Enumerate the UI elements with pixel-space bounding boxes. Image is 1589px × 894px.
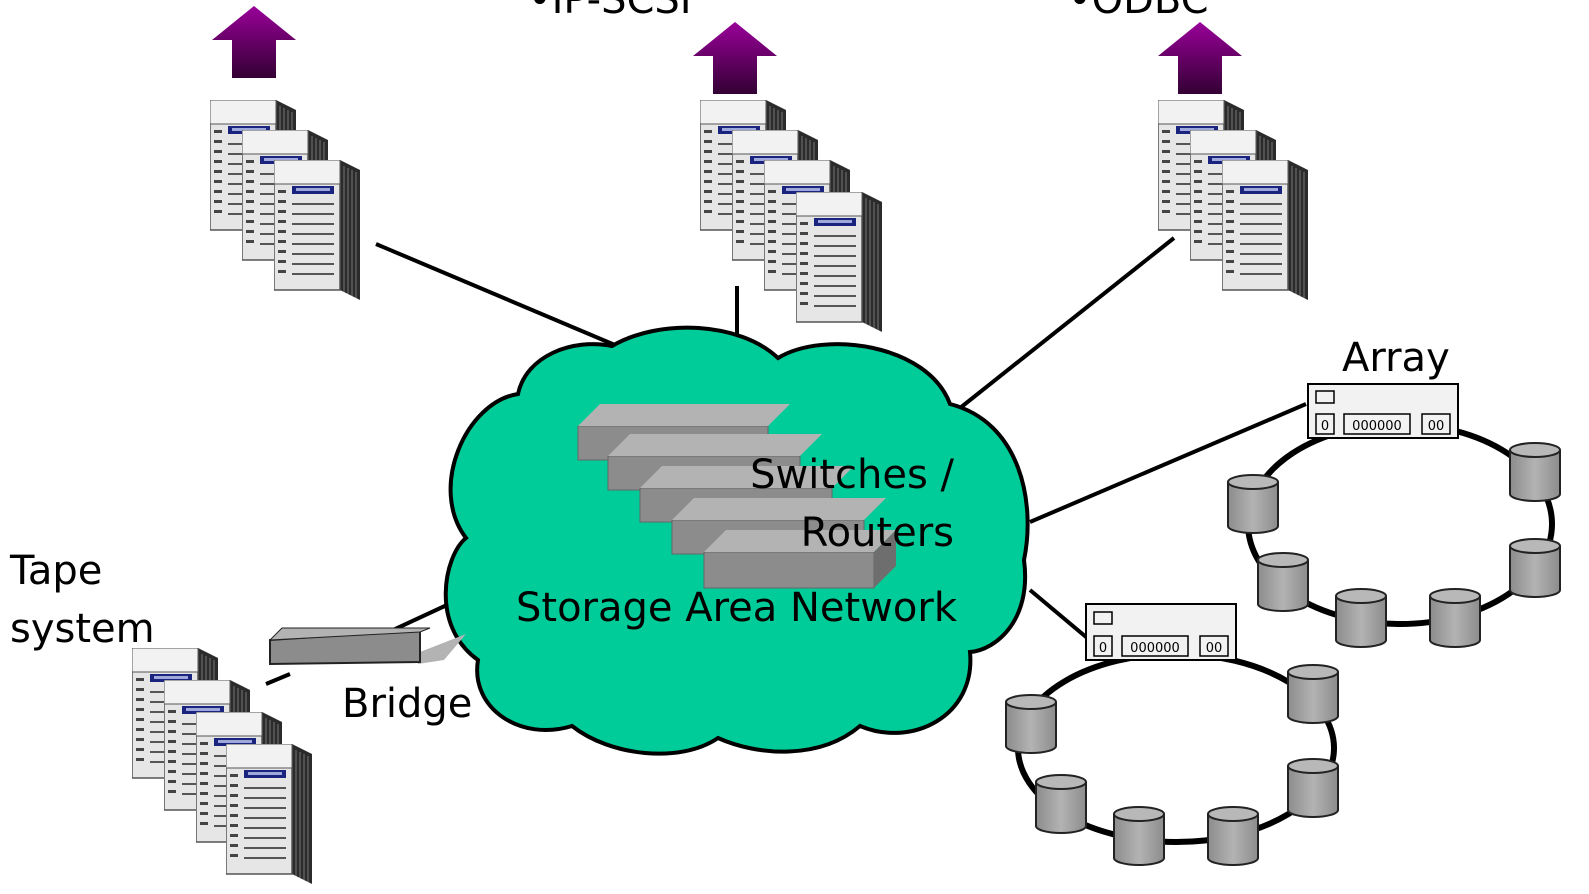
controller-label-left: 0: [1321, 419, 1329, 434]
bridge-label: Bridge: [342, 681, 473, 727]
controller-label-left: 0: [1099, 641, 1107, 656]
disk-cylinder-icon: [1114, 807, 1164, 865]
disk-cylinder-icon: [1288, 759, 1338, 817]
disk-cylinder-icon: [1336, 589, 1386, 647]
san-label: Storage Area Network: [516, 585, 957, 631]
disk-cylinder-icon: [1006, 695, 1056, 753]
tape-label-line2: system: [10, 606, 155, 652]
array-controller-icon: 0 000000 00: [1307, 383, 1459, 439]
server-group-left: [210, 100, 360, 300]
disk-cylinder-icon: [1036, 775, 1086, 833]
top-label-odbc: •ODBC: [1068, 0, 1209, 23]
array-label: Array: [1342, 335, 1450, 381]
network-switch-icon: [577, 404, 896, 589]
bridge-device-icon: [268, 627, 466, 666]
server-rack-icon: [226, 744, 312, 884]
disk-cylinder-icon: [1430, 589, 1480, 647]
disk-cylinder-icon: [1510, 443, 1560, 501]
up-arrow-icon: [212, 6, 296, 78]
disk-cylinder-icon: [1288, 665, 1338, 723]
top-label-ip-scsi: •IP-SCSI: [528, 0, 692, 23]
server-rack-icon: [1222, 160, 1308, 300]
server-rack-icon: [796, 192, 882, 332]
disk-cylinder-icon: [1510, 539, 1560, 597]
tape-label-line1: Tape: [10, 548, 103, 594]
up-arrow-icon: [693, 22, 777, 94]
disk-array-2: [1006, 651, 1338, 865]
server-rack-icon: [274, 160, 360, 300]
server-group-right: [1158, 100, 1308, 300]
array-controller-icon: 0 000000 00: [1085, 603, 1237, 661]
disk-array-1: [1228, 421, 1560, 647]
tape-system-label: Tape system: [10, 542, 155, 658]
controller-label-right: 00: [1206, 641, 1223, 656]
switches-label-line1: Switches /: [750, 452, 954, 498]
controller-label-middle: 000000: [1352, 419, 1402, 434]
server-group-middle: [700, 100, 882, 332]
controller-label-right: 00: [1428, 419, 1445, 434]
controller-label-middle: 000000: [1130, 641, 1180, 656]
disk-cylinder-icon: [1208, 807, 1258, 865]
tape-system-servers: [132, 648, 312, 884]
switches-label-line2: Routers: [800, 510, 954, 556]
disk-cylinder-icon: [1258, 553, 1308, 611]
disk-cylinder-icon: [1228, 475, 1278, 533]
up-arrow-icon: [1158, 22, 1242, 94]
switches-routers-label: Switches / Routers: [736, 446, 954, 562]
